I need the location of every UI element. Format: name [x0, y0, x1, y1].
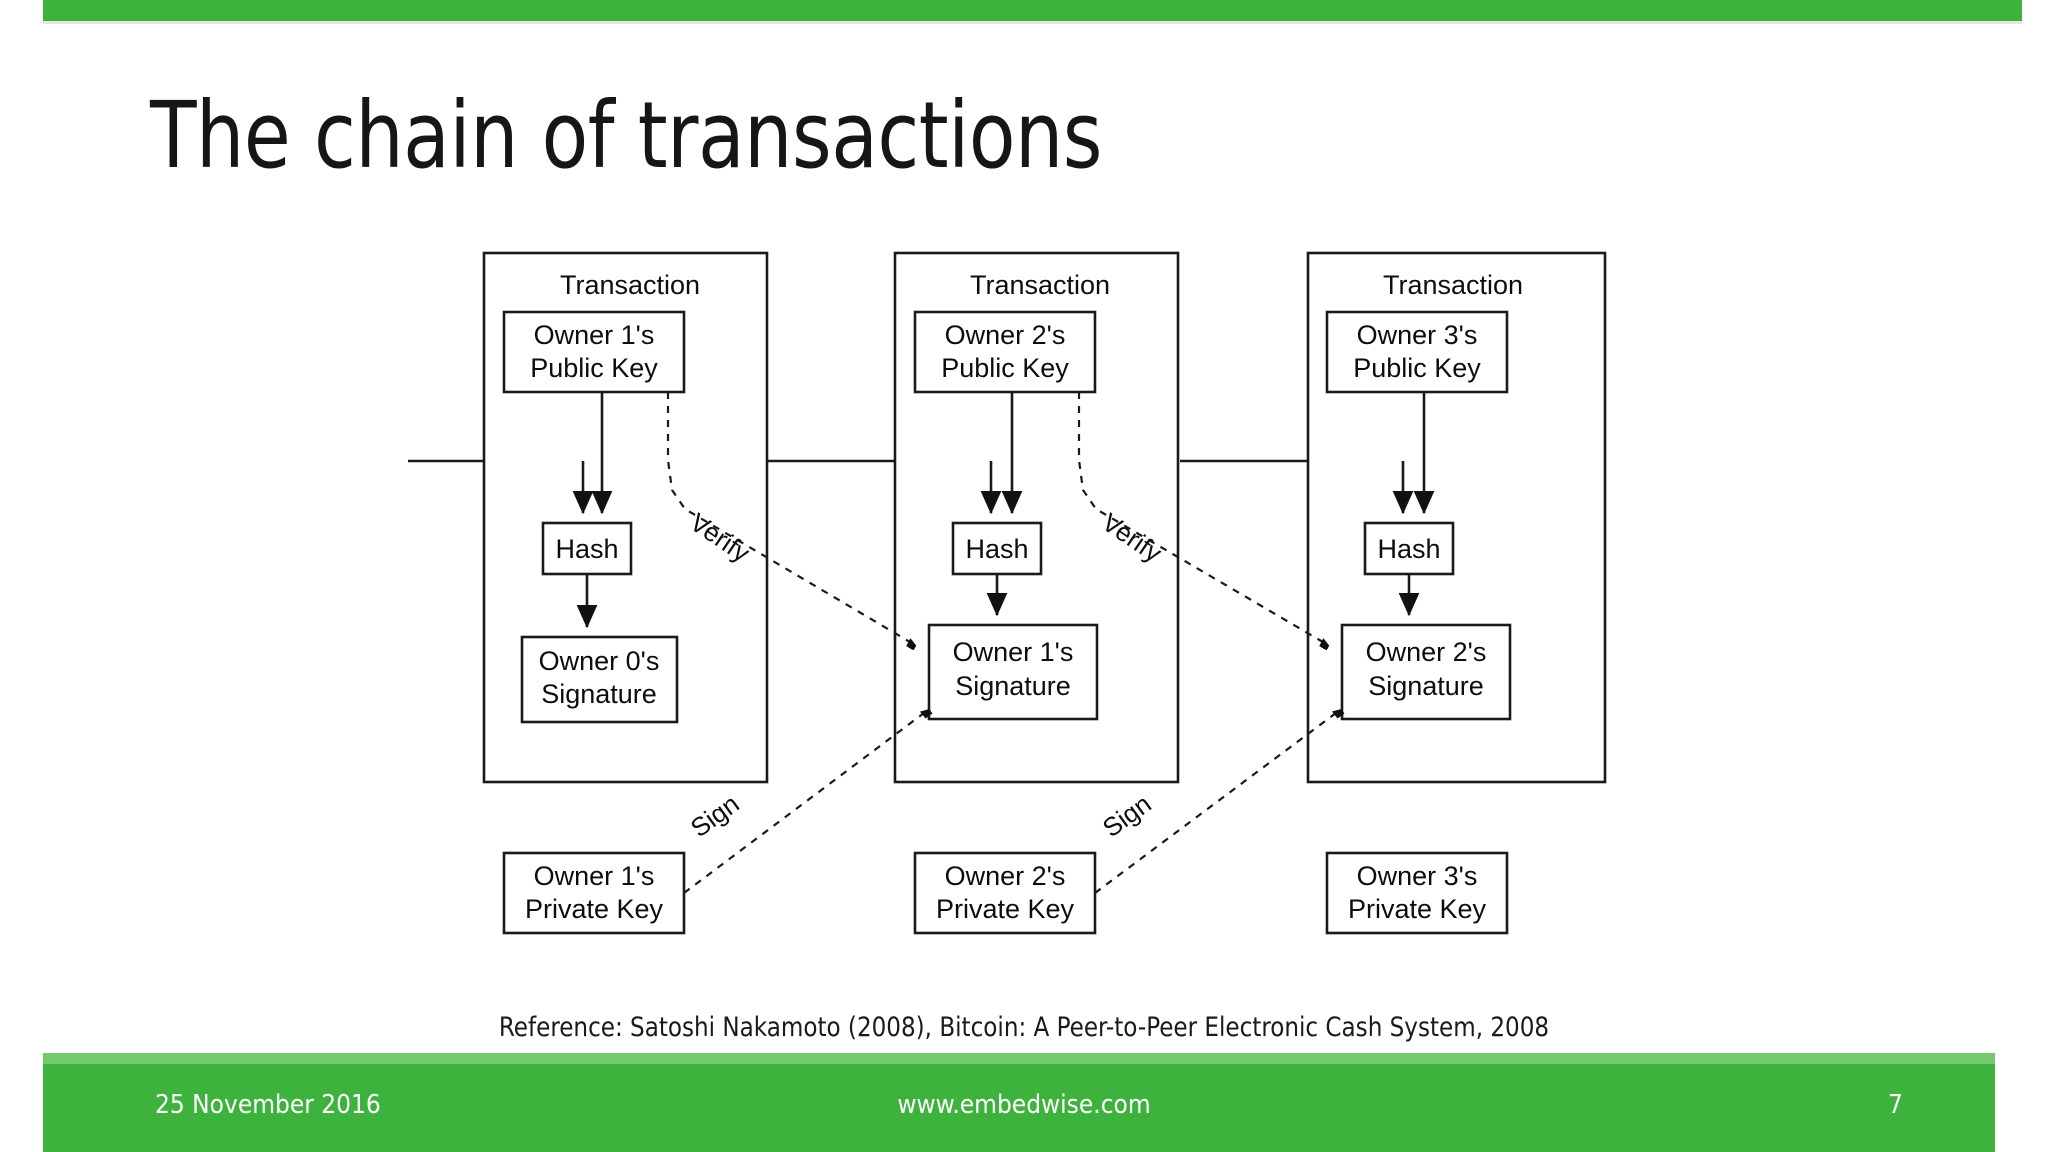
public-key-label-2-line2: Public Key: [941, 353, 1069, 383]
signature-box-2: [927, 623, 1099, 721]
private-key-label-2-line1: Owner 2's: [945, 861, 1066, 891]
signature-box-3: [1340, 623, 1512, 721]
private-key-box-2: [913, 851, 1097, 935]
verify-edge-1: [666, 392, 915, 645]
top-accent-bar: [43, 0, 2022, 21]
sign-edge-1: [683, 710, 928, 894]
signature-label-3-line2: Signature: [1368, 671, 1484, 701]
signature-label-2-line2: Signature: [955, 671, 1071, 701]
footer-page-number: 7: [1888, 1090, 1903, 1120]
transaction-header-3: Transaction: [1383, 270, 1523, 300]
public-key-label-3-line2: Public Key: [1353, 353, 1481, 383]
signature-label-1-line1: Owner 0's: [539, 646, 660, 676]
private-key-box-3: [1325, 851, 1509, 935]
private-key-label-1-line1: Owner 1's: [534, 861, 655, 891]
signature-box-1: [520, 635, 679, 724]
top-accent-bar-shadow: [43, 21, 2022, 24]
footer-date: 25 November 2016: [155, 1090, 381, 1120]
public-key-label-1-line2: Public Key: [530, 353, 658, 383]
public-key-label-2-line1: Owner 2's: [945, 320, 1066, 350]
public-key-box-3: [1325, 310, 1509, 394]
page-title: The chain of transactions: [150, 82, 1103, 189]
sign-label-1: Sign: [685, 788, 745, 843]
signature-label-1-line2: Signature: [541, 679, 657, 709]
hash-box-3: [1363, 521, 1455, 576]
private-key-box-1: [502, 851, 686, 935]
hash-box-1: [541, 521, 633, 576]
reference-text: Reference: Satoshi Nakamoto (2008), Bitc…: [498, 1012, 1550, 1043]
hash-label-2: Hash: [965, 534, 1028, 564]
public-key-label-1-line1: Owner 1's: [534, 320, 655, 350]
sign-label-2: Sign: [1097, 788, 1157, 843]
signature-label-2-line1: Owner 1's: [953, 637, 1074, 667]
public-key-box-2: [913, 310, 1097, 394]
verify-edge-2: [1077, 392, 1328, 645]
hash-box-2: [951, 521, 1043, 576]
footer-bar: [43, 1064, 1995, 1152]
hash-label-3: Hash: [1377, 534, 1440, 564]
transaction-header-1: Transaction: [560, 270, 700, 300]
footer-website: www.embedwise.com: [897, 1090, 1151, 1120]
transaction-header-2: Transaction: [970, 270, 1110, 300]
public-key-box-1: [502, 310, 686, 394]
private-key-label-2-line2: Private Key: [936, 894, 1075, 924]
signature-label-3-line1: Owner 2's: [1366, 637, 1487, 667]
private-key-label-3-line1: Owner 3's: [1357, 861, 1478, 891]
private-key-label-3-line2: Private Key: [1348, 894, 1487, 924]
public-key-label-3-line1: Owner 3's: [1357, 320, 1478, 350]
private-key-label-1-line2: Private Key: [525, 894, 664, 924]
footer-accent-strip: [43, 1053, 1995, 1064]
sign-edge-2: [1094, 710, 1340, 894]
chain-of-transactions-diagram: Transaction Transaction Transaction Owne…: [390, 245, 1650, 990]
hash-label-1: Hash: [555, 534, 618, 564]
